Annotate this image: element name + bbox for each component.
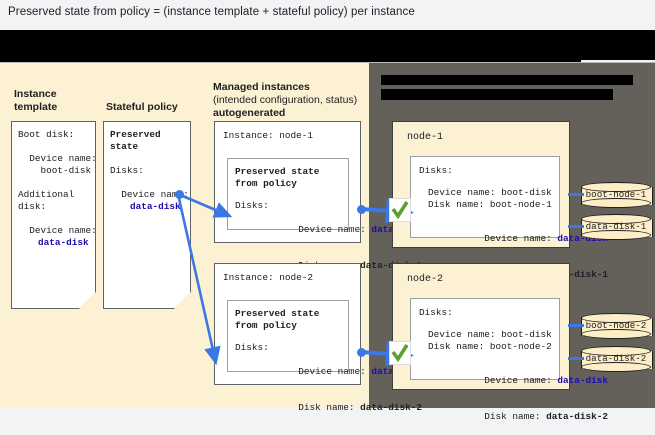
page-title: Preserved state from policy = (instance … xyxy=(8,6,415,18)
sp-data-disk-value: data-disk xyxy=(130,201,181,212)
n2-data-disk-value: data-disk-2 xyxy=(546,411,609,422)
cylinder-label-3: boot-node-2 xyxy=(585,320,647,331)
mi2-disks-label: Disks: xyxy=(235,342,269,353)
mi1-device-row: Device name: data-disk xyxy=(235,212,422,248)
it-spacer-3 xyxy=(18,213,95,225)
sp-disks-label: Disks: xyxy=(110,165,144,176)
disk-cylinder-boot-node-1: boot-node-1 xyxy=(581,182,653,208)
disk-cylinder-data-disk-2: data-disk-2 xyxy=(581,346,653,372)
mi2-device-row: Device name: data-disk xyxy=(235,354,422,390)
n2-spacer-1 xyxy=(419,319,559,329)
mi2-disk-name-value: data-disk-2 xyxy=(360,402,423,413)
source-dot-node2 xyxy=(357,348,366,357)
n2-spacer-2 xyxy=(419,353,559,363)
mi2-disk-row: Disk name: data-disk-2 xyxy=(235,390,422,426)
mi2-title-2: from policy xyxy=(235,320,297,331)
n2-boot-disk: Disk name: boot-node-2 xyxy=(428,341,552,352)
n2-boot-device: Device name: boot-disk xyxy=(428,329,552,340)
it-line-1: Boot disk: xyxy=(18,129,75,140)
n1-data-device-value: data-disk xyxy=(557,233,609,244)
redacted-bar-1 xyxy=(381,75,633,85)
mi2-preserved-state-box: Preserved state from policy Disks: Devic… xyxy=(227,300,422,413)
sp-device-name-label: Device name: xyxy=(110,189,189,200)
disk-cylinder-data-disk-1: data-disk-1 xyxy=(581,214,653,240)
cylinder-label-1: boot-node-1 xyxy=(585,189,647,200)
mi1-spacer xyxy=(235,190,348,200)
sp-spacer-2 xyxy=(110,177,190,189)
mi1-title-1: Preserved state xyxy=(235,166,320,177)
connector-node1-boot xyxy=(568,193,584,196)
heading-managed-instances: Managed instances (intended configuratio… xyxy=(213,81,358,119)
n1-data-disk-value: data-disk-1 xyxy=(546,269,609,280)
source-dot-policy xyxy=(175,190,184,199)
diagram-root: Preserved state from policy = (instance … xyxy=(0,6,655,422)
n2-data-device-value: data-disk xyxy=(557,375,609,386)
node-1-title: node-1 xyxy=(407,132,444,143)
heading-instance-template: Instance template xyxy=(14,88,58,113)
mi1-instance-label: Instance: node-1 xyxy=(223,130,314,141)
cylinder-label-2: data-disk-1 xyxy=(585,221,647,232)
n1-disks-label: Disks: xyxy=(419,165,453,176)
card-fold-inner xyxy=(79,292,96,309)
node-2-disks-box: Disks: Device name: boot-disk Disk name:… xyxy=(410,298,608,422)
n1-spacer-1 xyxy=(419,177,559,187)
it-line-9: Device name: xyxy=(18,225,97,236)
connector-node2-boot xyxy=(568,324,584,327)
n2-disks-label: Disks: xyxy=(419,307,453,318)
sp-line-2: state xyxy=(110,141,139,152)
source-dot-node1 xyxy=(357,205,366,214)
node-panel-1: node-1 Disks: Device name: boot-disk Dis… xyxy=(392,121,608,280)
mi1-disk-name-value: data-disk-1 xyxy=(360,260,422,271)
card-fold-inner-2 xyxy=(174,292,191,309)
connector-node1-data xyxy=(568,225,584,228)
stateful-policy-card: Preserved state Disks: Device name: data… xyxy=(103,121,191,309)
diagram-canvas: Instance template Stateful policy Manage… xyxy=(0,62,655,422)
mi1-device-name-label: Device name: xyxy=(298,224,366,235)
sp-line-1: Preserved xyxy=(110,129,161,140)
n2-data-disk-label: Disk name: xyxy=(484,411,541,422)
it-line-3: Device name: xyxy=(18,153,97,164)
it-line-7: disk: xyxy=(18,201,47,212)
node-2-title: node-2 xyxy=(407,274,444,285)
n2-data-disk-row: Disk name: data-disk-2 xyxy=(419,399,608,435)
disk-cylinder-boot-node-2: boot-node-2 xyxy=(581,313,653,339)
mi2-spacer xyxy=(235,332,348,342)
mi1-preserved-state-box: Preserved state from policy Disks: Devic… xyxy=(227,158,422,271)
heading-stateful-policy: Stateful policy xyxy=(106,101,178,113)
mi1-disks-label: Disks: xyxy=(235,200,269,211)
connector-node2-data xyxy=(568,357,584,360)
instance-template-card: Boot disk: Device name: boot-disk Additi… xyxy=(11,121,97,309)
node-1-disks-box: Disks: Device name: boot-disk Disk name:… xyxy=(410,156,608,280)
mi2-instance-label: Instance: node-2 xyxy=(223,272,314,283)
it-data-disk-value: data-disk xyxy=(38,237,89,248)
n2-data-device-label: Device name: xyxy=(484,375,552,386)
managed-instance-node-2: Instance: node-2 Preserved state from po… xyxy=(214,263,422,413)
n1-spacer-2 xyxy=(419,211,559,221)
cylinder-label-4: data-disk-2 xyxy=(585,353,647,364)
managed-instance-node-1: Instance: node-1 Preserved state from po… xyxy=(214,121,422,271)
green-check-icon-node-1 xyxy=(391,201,409,220)
n1-data-device-label: Device name: xyxy=(484,233,552,244)
redacted-bar-2 xyxy=(381,89,613,100)
green-check-icon-node-2 xyxy=(391,344,409,363)
n1-data-device-row: Device name: data-disk xyxy=(419,221,608,257)
mi1-title-2: from policy xyxy=(235,178,297,189)
n1-boot-disk: Disk name: boot-node-1 xyxy=(428,199,552,210)
redacted-top-band xyxy=(0,30,655,89)
node-panel-2: node-2 Disks: Device name: boot-disk Dis… xyxy=(392,263,608,422)
it-spacer-2 xyxy=(18,177,95,189)
sp-spacer-1 xyxy=(110,153,190,165)
n2-data-device-row: Device name: data-disk xyxy=(419,363,608,399)
n1-boot-device: Device name: boot-disk xyxy=(428,187,552,198)
it-spacer-1 xyxy=(18,141,95,153)
mi2-disk-name-label: Disk name: xyxy=(298,402,355,413)
mi2-title-1: Preserved state xyxy=(235,308,320,319)
it-line-4: boot-disk xyxy=(18,165,92,176)
it-line-6: Additional xyxy=(18,189,75,200)
mi2-device-name-label: Device name: xyxy=(298,366,366,377)
